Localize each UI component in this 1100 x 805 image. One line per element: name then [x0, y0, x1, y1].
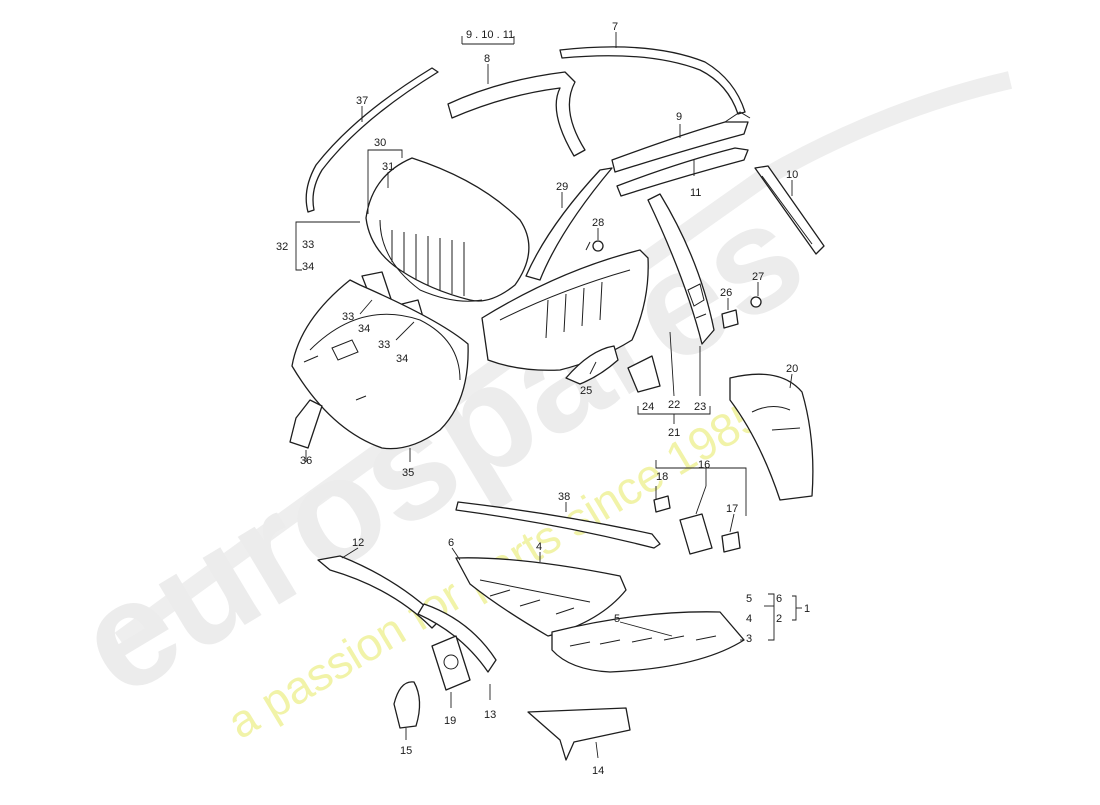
callout-15: 15: [400, 745, 412, 757]
part-5-sill: [551, 611, 745, 673]
callout-4-stack: 4: [746, 613, 752, 625]
part-20-rear-wing: [729, 373, 814, 501]
part-28-bolt: [592, 240, 604, 252]
callout-8: 8: [484, 53, 490, 65]
callout-27: 27: [752, 271, 764, 283]
callout-34-b: 34: [396, 353, 408, 365]
part-37-strip: [305, 67, 439, 213]
part-10-strip: [754, 165, 825, 255]
callout-13: 13: [484, 709, 496, 721]
callout-labels: 7 9 . 10 . 11 8 9 11 10 29 28 37 30 31 3…: [276, 21, 810, 777]
callout-32: 32: [276, 241, 288, 253]
leader-lines: [295, 32, 802, 759]
callout-33-b: 33: [378, 339, 390, 351]
part-29-pillar: [525, 167, 613, 281]
callout-9: 9: [676, 111, 682, 123]
part-drawings: [289, 46, 825, 761]
part-11-rail: [616, 147, 749, 197]
callout-23: 23: [694, 401, 706, 413]
callout-10: 10: [786, 169, 798, 181]
callout-12: 12: [352, 537, 364, 549]
callout-30: 30: [374, 137, 386, 149]
callout-1: 1: [804, 603, 810, 615]
part-14-bracket: [527, 707, 631, 761]
part-9-rail: [611, 121, 749, 173]
part-19-plate: [431, 635, 471, 691]
callout-5-stack: 5: [746, 593, 752, 605]
callout-33-a: 33: [342, 311, 354, 323]
callout-21: 21: [668, 427, 680, 439]
callout-4: 4: [536, 541, 542, 553]
part-27-screw: [750, 296, 762, 308]
part-36-bracket: [289, 399, 323, 449]
part-16-bracket: [679, 513, 713, 555]
callout-37: 37: [356, 95, 368, 107]
part-22-pillar: [647, 193, 715, 345]
callout-25: 25: [580, 385, 592, 397]
part-7-rail: [559, 46, 746, 115]
callout-17: 17: [726, 503, 738, 515]
callout-38: 38: [558, 491, 570, 503]
callout-11: 11: [690, 187, 701, 199]
part-30-rear-panel: [365, 157, 530, 302]
part-4-sill: [455, 557, 627, 637]
part-18-clip: [653, 495, 671, 513]
callout-33: 33: [302, 239, 314, 251]
callout-29: 29: [556, 181, 568, 193]
callout-3: 3: [746, 633, 752, 645]
callout-26: 26: [720, 287, 732, 299]
callout-35: 35: [402, 467, 414, 479]
callout-6-stack: 6: [776, 593, 782, 605]
part-17-clip: [721, 531, 741, 553]
callout-9-10-11: 9 . 10 . 11: [466, 29, 514, 41]
callout-19: 19: [444, 715, 456, 727]
callout-18: 18: [656, 471, 668, 483]
callout-34: 34: [302, 261, 314, 273]
callout-36: 36: [300, 455, 312, 467]
watermark: eurospares a passion for parts since 198…: [50, 71, 1013, 749]
part-26-clip: [721, 309, 739, 329]
callout-20: 20: [786, 363, 798, 375]
callout-5: 5: [614, 613, 620, 625]
callout-6: 6: [448, 537, 454, 549]
callout-24: 24: [642, 401, 654, 413]
part-38-strip: [455, 501, 661, 549]
part-25-panel: [565, 345, 619, 385]
callout-22: 22: [668, 399, 680, 411]
part-8-strip: [447, 71, 586, 157]
callout-28: 28: [592, 217, 604, 229]
part-24-bracket: [627, 355, 661, 393]
callout-14: 14: [592, 765, 604, 777]
callout-31: 31: [382, 161, 394, 173]
callout-7: 7: [612, 21, 618, 33]
callout-2: 2: [776, 613, 782, 625]
callout-16: 16: [698, 459, 710, 471]
callout-34-a: 34: [358, 323, 370, 335]
part-15-flap: [393, 681, 421, 729]
